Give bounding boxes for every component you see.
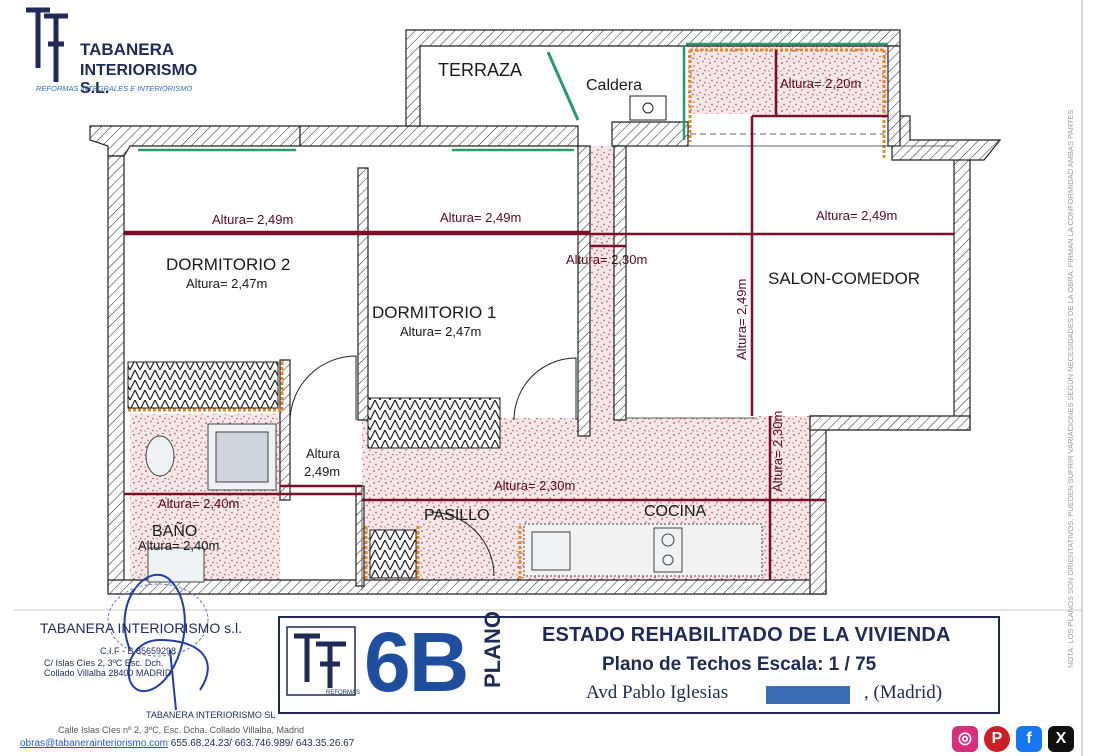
plan-subtitle: Plano de Techos Escala: 1 / 75 bbox=[602, 654, 877, 675]
terraza-ceiling bbox=[688, 46, 888, 114]
room-bano: BAÑO bbox=[152, 520, 197, 540]
terrace-door bbox=[546, 51, 580, 121]
plan-number: 6B bbox=[364, 615, 469, 709]
pinterest-icon[interactable]: P bbox=[984, 726, 1010, 752]
company-address2: Collado Villalba 28400 MADRID bbox=[44, 668, 172, 678]
side-note: NOTA: LOS PLANOS SON ORIENTATIVOS. PUEDE… bbox=[1066, 109, 1075, 668]
room-pasillo: PASILLO bbox=[424, 507, 490, 524]
height-pasillo-main: Altura= 2,30m bbox=[494, 478, 575, 493]
footer-name: TABANERA INTERIORISMO SL bbox=[146, 710, 276, 720]
wall-salon-bottom bbox=[809, 415, 971, 431]
company-bottom-name: TABANERA INTERIORISMO s.l. bbox=[40, 620, 242, 636]
wall-right-lower bbox=[809, 415, 827, 595]
height-bano-top: Altura= 2,40m bbox=[158, 496, 239, 511]
company-name-line2: INTERIORISMO S.L. bbox=[80, 62, 198, 97]
company-logo: TABANERA INTERIORISMO S.L. REFORMAS INTE… bbox=[22, 4, 212, 97]
caldera-box bbox=[629, 95, 667, 121]
wall-bath-right bbox=[279, 359, 291, 501]
room-caldera: Caldera bbox=[586, 77, 642, 94]
orange-frames bbox=[128, 48, 886, 580]
doors bbox=[289, 355, 577, 577]
toilet bbox=[145, 435, 175, 477]
height-pasillo-a: Altura bbox=[306, 446, 341, 461]
room-salon: SALON-COMEDOR bbox=[768, 269, 920, 288]
stamp bbox=[107, 583, 209, 657]
ceiling-lines bbox=[124, 50, 954, 580]
logo-subtext: REFORMAS bbox=[326, 690, 361, 696]
redacted-number bbox=[766, 686, 850, 704]
height-dorm2-top: Altura= 2,49m bbox=[212, 212, 293, 227]
height-dorm1: Altura= 2,47m bbox=[400, 324, 481, 339]
door-pasillo bbox=[429, 511, 495, 577]
door-dorm2 bbox=[289, 355, 357, 421]
wall-hall-right bbox=[613, 145, 627, 421]
instagram-icon[interactable]: ◎ bbox=[952, 726, 978, 752]
plan-title: ESTADO REHABILITADO DE LA VIVIENDA bbox=[542, 624, 951, 646]
room-cocina: COCINA bbox=[644, 503, 707, 520]
height-terraza: Altura= 2,20m bbox=[780, 76, 861, 91]
phones: 655.68.24.23/ 663.746.989/ 643.35.26.67 bbox=[170, 738, 355, 749]
height-salon-top: Altura= 2,49m bbox=[816, 208, 897, 223]
wardrobe-pasillo bbox=[369, 529, 417, 579]
room-terraza: TERRAZA bbox=[438, 60, 522, 80]
wall-right bbox=[953, 149, 971, 431]
wall-caldera bbox=[611, 121, 689, 147]
title-block: REFORMAS 6B PLANO ESTADO REHABILITADO DE… bbox=[278, 611, 1000, 714]
wall-terrace-top bbox=[405, 29, 901, 127]
email-link[interactable]: obras@tabanerainteriorismo.com bbox=[20, 738, 168, 749]
kitchen-fixtures bbox=[523, 523, 763, 577]
wall-between-dorms bbox=[357, 167, 369, 421]
tf-logo-small-icon bbox=[286, 626, 356, 696]
company-tagline: REFORMAS INTEGRALES E INTERIORISMO bbox=[36, 84, 193, 93]
sink bbox=[147, 547, 205, 583]
height-salon-vertical: Altura= 2,49m bbox=[734, 279, 749, 360]
footer-address: Calle Islas Cíes nº 2, 3ºC, Esc. Dcha. C… bbox=[58, 725, 305, 735]
wall-bottom bbox=[107, 579, 827, 595]
plan-word: PLANO bbox=[480, 611, 505, 688]
signature bbox=[123, 573, 209, 711]
wall-top-left bbox=[89, 125, 301, 157]
bath-fixtures bbox=[145, 423, 277, 583]
wall-top-mid bbox=[299, 125, 579, 147]
windows bbox=[138, 42, 888, 152]
wall-left bbox=[107, 155, 125, 591]
wardrobe-dorm2 bbox=[127, 361, 279, 409]
height-dorm2: Altura= 2,47m bbox=[186, 276, 267, 291]
height-salon-vertical-2: Altura= 2,30m bbox=[770, 411, 785, 492]
company-cif: C.I.F - B 85659298 bbox=[100, 646, 177, 656]
wardrobes bbox=[127, 361, 501, 579]
room-dormitorio2: DORMITORIO 2 bbox=[166, 255, 290, 274]
wall-terrace-right bbox=[887, 45, 901, 147]
company-address1: C/ Islas Cíes 2, 3ºC Esc. Dch. bbox=[44, 658, 164, 668]
x-icon[interactable]: X bbox=[1048, 726, 1074, 752]
room-dormitorio1: DORMITORIO 1 bbox=[372, 303, 496, 322]
tf-logo-icon bbox=[26, 7, 68, 82]
company-name-line1: TABANERA bbox=[80, 40, 175, 59]
kitchen-sink bbox=[531, 531, 571, 571]
contact-line: obras@tabanerainteriorismo.com 655.68.24… bbox=[20, 738, 354, 749]
height-pasillo-b: 2,49m bbox=[304, 464, 340, 479]
height-dorm1-top: Altura= 2,49m bbox=[440, 210, 521, 225]
height-hall: Altura= 2,30m bbox=[566, 252, 647, 267]
facebook-icon[interactable]: f bbox=[1016, 726, 1042, 752]
door-dorm1 bbox=[513, 357, 577, 421]
caldera-icon bbox=[642, 102, 654, 114]
plan-city: , (Madrid) bbox=[864, 682, 943, 703]
wall-hall-left bbox=[577, 145, 591, 437]
height-bano: Altura= 2,40m bbox=[138, 538, 219, 553]
wall-top-right bbox=[891, 115, 1002, 161]
wardrobe-dorm1 bbox=[367, 397, 501, 449]
plan-address: Avd Pablo Iglesias bbox=[586, 682, 729, 703]
